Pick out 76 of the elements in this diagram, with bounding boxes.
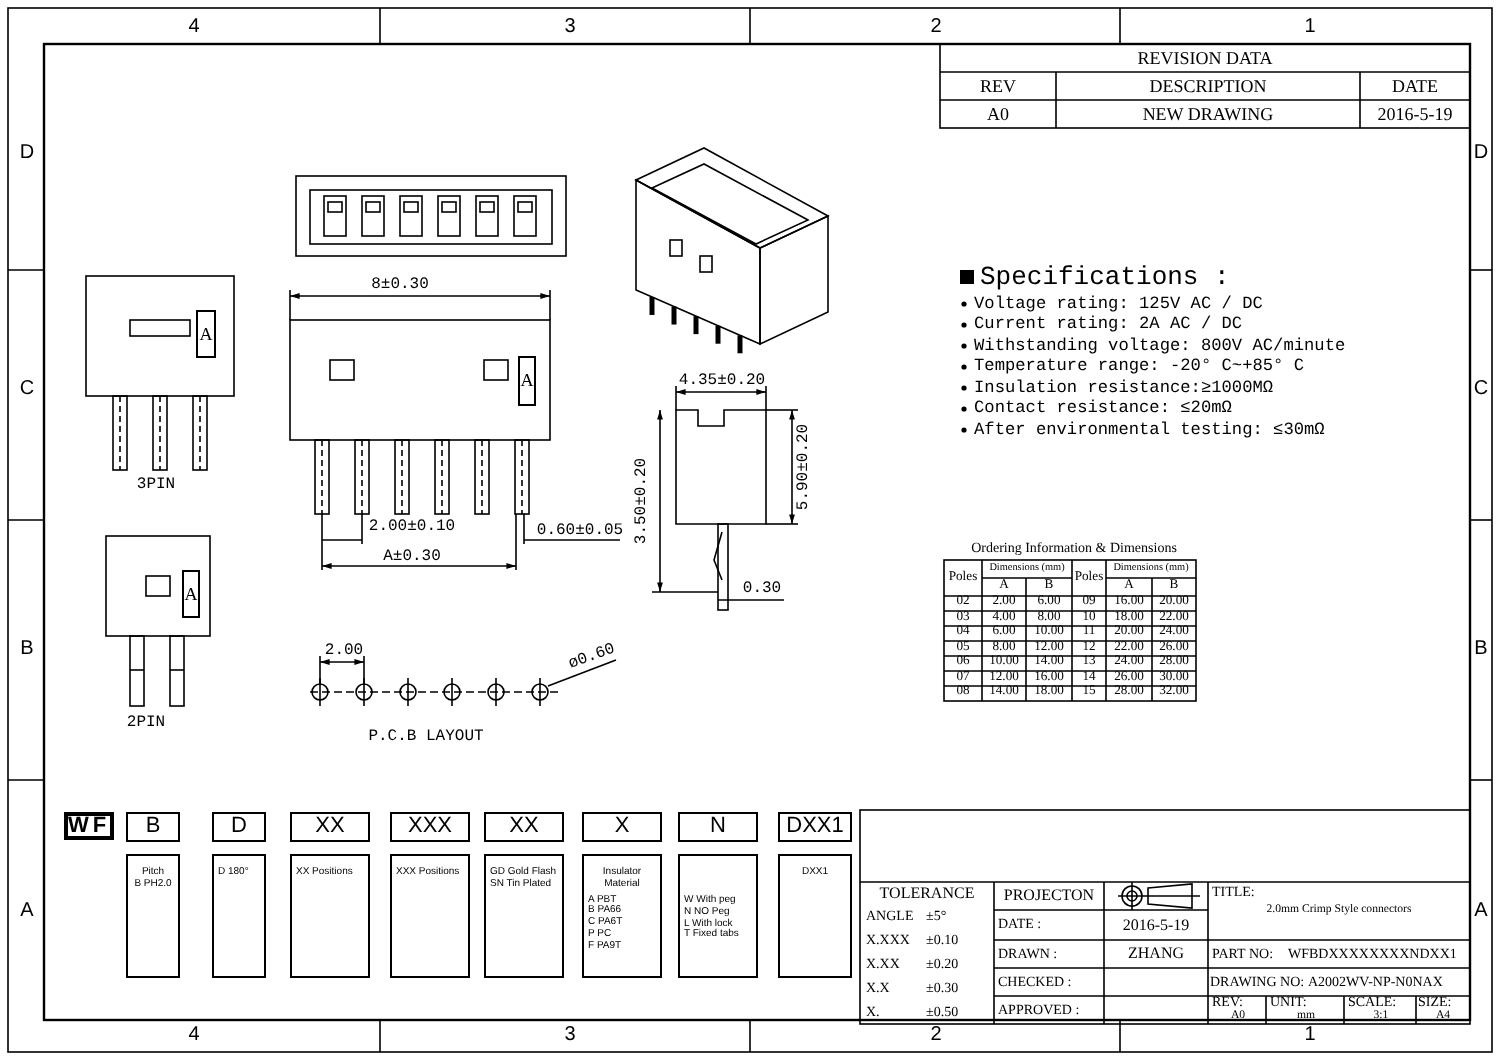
grid-reference: 4 <box>186 1024 202 1048</box>
code-box <box>484 812 564 842</box>
grid-reference: B <box>18 638 36 662</box>
grid-reference: 2 <box>928 16 944 40</box>
description-box <box>484 854 564 978</box>
code-box <box>582 812 662 842</box>
code-box <box>290 812 370 842</box>
dimension-text: 8±0.30 <box>370 276 430 294</box>
grid-reference: 3 <box>562 1024 578 1048</box>
spec-item: Insulation resistance:≥1000MΩ <box>974 378 1276 398</box>
dimension-text: 2.00±0.10 <box>368 518 456 536</box>
table-header: TOLERANCE <box>877 884 977 904</box>
description-box <box>212 854 266 978</box>
part-code: WF <box>67 813 111 839</box>
code-box <box>678 812 758 842</box>
part-code: XX <box>315 814 345 840</box>
view-label: 2PIN <box>124 714 168 734</box>
table-header: DESCRIPTION <box>1147 73 1269 99</box>
description-box <box>678 854 758 978</box>
code-box <box>390 812 470 842</box>
part-code: XXX <box>407 814 452 840</box>
polarity-mark: A <box>518 356 536 406</box>
table-cell-text: A0 <box>985 101 1011 127</box>
table-title: REVISION DATA <box>1135 45 1275 71</box>
grid-reference: C <box>1472 378 1490 402</box>
grid-reference: A <box>18 900 36 924</box>
dimension-text: 4.35±0.20 <box>676 372 768 390</box>
code-box <box>126 812 180 842</box>
table-header: REV <box>978 73 1018 99</box>
table-cell-text: 2016-5-19 <box>1375 101 1455 127</box>
part-code: DXX1 <box>786 814 844 840</box>
code-box <box>212 812 266 842</box>
spec-item: Voltage rating: 125V AC / DC <box>974 294 1265 314</box>
description-box <box>390 854 470 978</box>
spec-heading: Specifications : <box>980 262 1232 290</box>
dimension-text: 0.60±0.05 <box>536 522 624 540</box>
part-code: D <box>231 814 247 840</box>
dimension-text: A±0.30 <box>381 548 443 566</box>
polarity-mark: A <box>196 310 216 358</box>
description-box <box>290 854 370 978</box>
description-box <box>778 854 852 978</box>
part-code: B <box>145 814 161 840</box>
grid-reference: A <box>1472 900 1490 924</box>
spec-item: Current rating: 2A AC / DC <box>974 315 1245 335</box>
dimension-text: 3.50±0.20 <box>633 457 651 545</box>
grid-reference: 4 <box>186 16 202 40</box>
table-cell-text: ZHANG <box>1126 942 1186 966</box>
polarity-mark: A <box>182 570 200 618</box>
view-label: 3PIN <box>134 476 178 496</box>
table-cell-text: NEW DRAWING <box>1140 101 1276 127</box>
grid-reference: 3 <box>562 16 578 40</box>
grid-reference: B <box>1472 638 1490 662</box>
grid-reference: 1 <box>1302 16 1318 40</box>
description-box <box>126 854 180 978</box>
table-cell-text: 2016-5-19 <box>1120 913 1192 937</box>
grid-reference: C <box>17 378 37 402</box>
table-header: PROJECTON <box>1001 884 1097 908</box>
part-code: N <box>710 814 726 840</box>
part-code: X <box>614 814 630 840</box>
spec-item: Temperature range: -20° C~+85° C <box>974 357 1307 377</box>
view-label: P.C.B LAYOUT <box>366 728 486 748</box>
dimension-text: 0.30 <box>742 580 782 598</box>
grid-reference: D <box>17 142 37 166</box>
grid-reference: 1 <box>1302 1024 1318 1048</box>
table-header: DATE <box>1390 73 1440 99</box>
spec-item: Withstanding voltage: 800V AC/minute <box>974 336 1348 356</box>
grid-reference: D <box>1472 142 1490 166</box>
description-box <box>582 854 662 978</box>
code-box <box>778 812 852 842</box>
spec-item: Contact resistance: ≤20mΩ <box>974 399 1234 419</box>
dimension-text: 5.90±0.20 <box>795 423 813 511</box>
part-code: XX <box>509 814 539 840</box>
grid-reference: 2 <box>928 1024 944 1048</box>
spec-item: After environmental testing: ≤30mΩ <box>974 420 1327 440</box>
dimension-text: ø0.60 <box>564 638 620 676</box>
dimension-text: 2.00 <box>324 642 364 660</box>
